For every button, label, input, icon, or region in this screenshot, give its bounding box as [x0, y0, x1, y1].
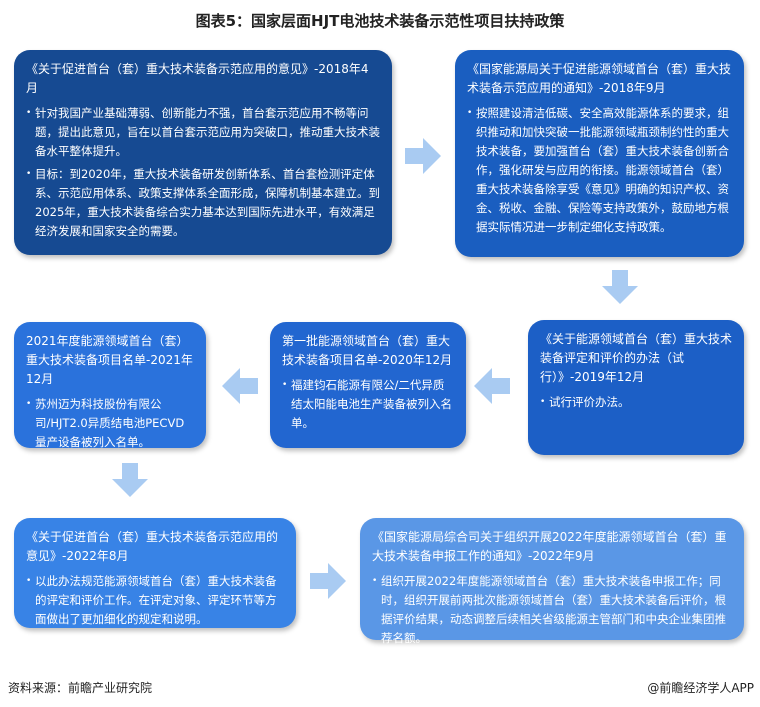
- box-heading: 2021年度能源领域首台（套）重大技术装备项目名单-2021年12月: [26, 334, 193, 386]
- bullet: 组织开展2022年度能源领域首台（套）重大技术装备申报工作；同时，组织开展前两批…: [372, 572, 732, 648]
- policy-box-2018-04: 《关于促进首台（套）重大技术装备示范应用的意见》-2018年4月 针对我国产业基…: [14, 50, 392, 255]
- policy-box-2022-09: 《国家能源局综合司关于组织开展2022年度能源领域首台（套）重大技术装备申报工作…: [360, 518, 744, 645]
- policy-box-2022-08: 《关于促进首台（套）重大技术装备示范应用的意见》-2022年8月 以此办法规范能…: [14, 518, 296, 628]
- bullet: 试行评价办法。: [540, 393, 732, 412]
- bullet: 福建钧石能源有限公/二代异质结太阳能电池生产装备被列入名单。: [282, 376, 454, 433]
- brand-credit: @前瞻经济学人APP: [647, 681, 754, 695]
- bullet: 针对我国产业基础薄弱、创新能力不强，首台套示范应用不畅等问题，提出此意见，旨在以…: [26, 104, 380, 161]
- box-heading: 《关于促进首台（套）重大技术装备示范应用的意见》-2022年8月: [26, 530, 279, 563]
- bullet: 以此办法规范能源领域首台（套）重大技术装备的评定和评价工作。在评定对象、评定环节…: [26, 572, 284, 629]
- arrow-left-icon: [222, 368, 258, 404]
- policy-box-2019-12: 《关于能源领域首台（套）重大技术装备评定和评价的办法（试行）》-2019年12月…: [528, 320, 744, 455]
- box-heading: 《关于促进首台（套）重大技术装备示范应用的意见》-2018年4月: [26, 62, 369, 95]
- arrow-down-icon: [112, 463, 148, 497]
- box-heading: 《国家能源局综合司关于组织开展2022年度能源领域首台（套）重大技术装备申报工作…: [372, 530, 727, 563]
- box-heading: 《关于能源领域首台（套）重大技术装备评定和评价的办法（试行）》-2019年12月: [540, 332, 733, 384]
- arrow-right-icon: [310, 563, 346, 599]
- box-heading: 第一批能源领域首台（套）重大技术装备项目名单-2020年12月: [282, 334, 453, 367]
- bullet: 目标：到2020年，重大技术装备研发创新体系、首台套检测评定体系、示范应用体系、…: [26, 165, 380, 241]
- source-note: 资料来源：前瞻产业研究院: [8, 681, 153, 695]
- arrow-down-icon: [602, 270, 638, 304]
- box-heading: 《国家能源局关于促进能源领域首台（套）重大技术装备示范应用的通知》-2018年9…: [467, 62, 732, 95]
- policy-box-2020-12: 第一批能源领域首台（套）重大技术装备项目名单-2020年12月 福建钧石能源有限…: [270, 322, 466, 448]
- policy-box-2018-09: 《国家能源局关于促进能源领域首台（套）重大技术装备示范应用的通知》-2018年9…: [455, 50, 744, 257]
- arrow-left-icon: [474, 368, 510, 404]
- bullet: 苏州迈为科技股份有限公司/HJT2.0异质结电池PECVD量产设备被列入名单。: [26, 395, 194, 452]
- chart-title: 图表5：国家层面HJT电池技术装备示范性项目扶持政策: [195, 12, 565, 30]
- policy-box-2021-12: 2021年度能源领域首台（套）重大技术装备项目名单-2021年12月 苏州迈为科…: [14, 322, 206, 449]
- bullet: 按照建设清洁低碳、安全高效能源体系的要求，组织推动和加快突破一批能源领域瓶颈制约…: [467, 104, 732, 237]
- arrow-right-icon: [405, 138, 441, 174]
